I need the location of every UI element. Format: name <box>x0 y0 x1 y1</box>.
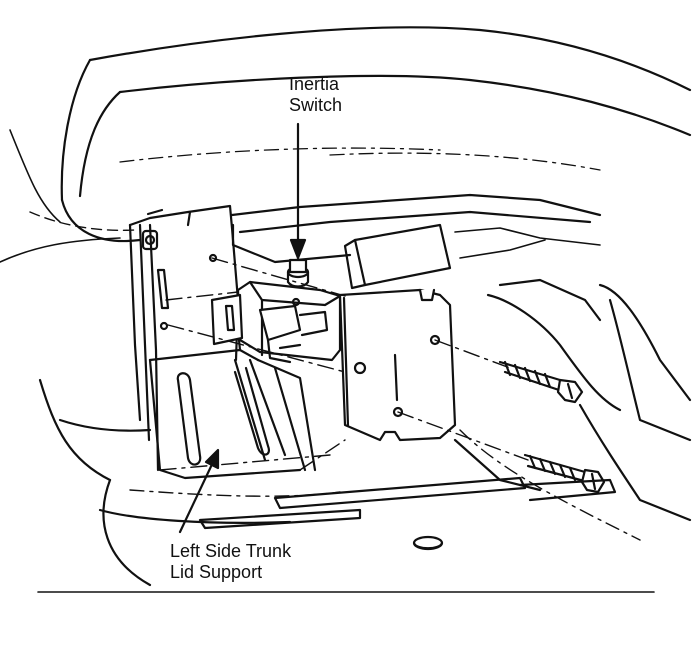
inertia-switch-body <box>210 258 342 364</box>
trunk-floor-pan <box>38 278 692 587</box>
inertia-switch-leader <box>289 122 307 260</box>
inertia-switch-label-line1: Inertia <box>289 74 340 94</box>
trunk-lid-support-leader <box>178 448 220 534</box>
mounting-bolt-upper <box>498 360 584 404</box>
lower-bracket <box>148 328 317 480</box>
upper-crossmember <box>119 147 602 259</box>
trunk-lid-support-label: Left Side Trunk Lid Support <box>170 541 291 583</box>
inertia-switch-label-line2: Switch <box>289 95 343 115</box>
inertia-switch-label: Inertia Switch <box>289 74 342 116</box>
trunk-body-outline <box>0 26 692 263</box>
alignment-lines <box>159 257 529 471</box>
raised-pad <box>231 223 452 290</box>
trunk-lid-support-label-line2: Lid Support <box>170 562 263 582</box>
trunk-lid-support-label-line1: Left Side Trunk <box>170 541 292 561</box>
switch-cover-plate <box>338 288 457 442</box>
